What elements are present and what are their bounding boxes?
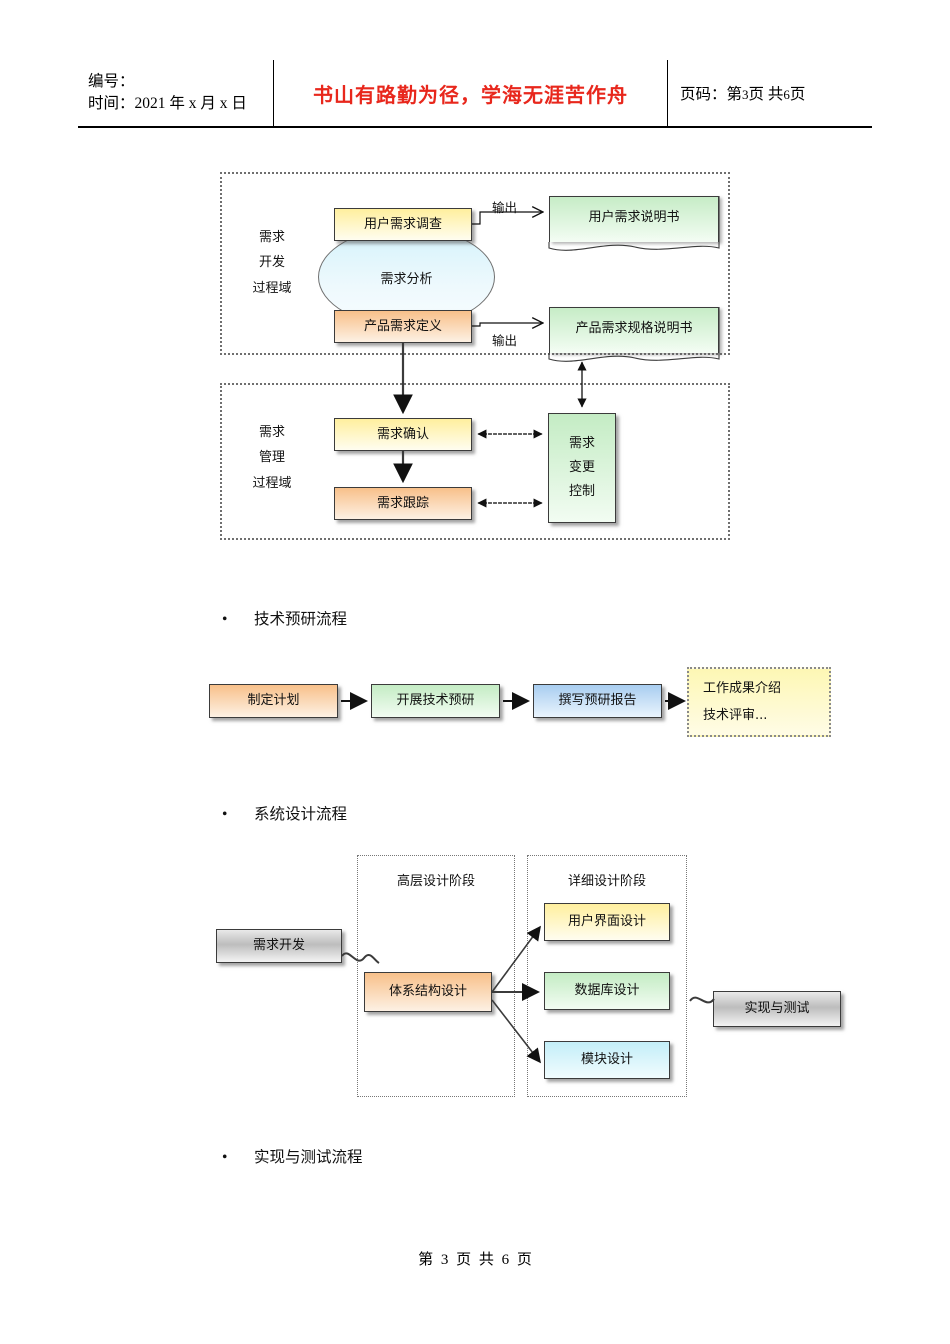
header-page-number: 3 bbox=[742, 87, 749, 102]
connector-squiggle-detail-to-impltest bbox=[689, 996, 715, 1004]
bullet-impl-test-label: 实现与测试流程 bbox=[254, 1149, 363, 1166]
footer-p3: 共 bbox=[478, 1252, 494, 1268]
box-implementation-and-test-label: 实现与测试 bbox=[744, 1001, 810, 1017]
box-implementation-and-test[interactable]: 实现与测试 bbox=[713, 991, 841, 1027]
footer-p4: 页 bbox=[516, 1252, 532, 1268]
box-write-report-label: 撰写预研报告 bbox=[558, 693, 637, 709]
header-cell-pagination: 页码：第3页 共6页 bbox=[668, 60, 872, 126]
header-cell-id-date: 编号： 时间：2021 年 x 月 x 日 bbox=[78, 60, 274, 126]
box-ui-design-label: 用户界面设计 bbox=[567, 914, 646, 930]
page-footer: 第 3 页 共 6 页 bbox=[0, 1248, 950, 1269]
requirements-development-area bbox=[220, 172, 730, 355]
box-module-design[interactable]: 模块设计 bbox=[544, 1041, 670, 1079]
box-user-requirement-survey-label: 用户需求调查 bbox=[363, 216, 442, 232]
doc-product-requirement-spec[interactable]: 产品需求规格说明书 bbox=[549, 307, 719, 353]
box-make-plan-label: 制定计划 bbox=[247, 693, 300, 709]
doc-user-requirement-spec-label: 用户需求说明书 bbox=[588, 210, 680, 225]
footer-page-total: 6 bbox=[501, 1252, 510, 1268]
box-change-control-line2: 变更 bbox=[568, 459, 595, 475]
doc-product-requirement-spec-label: 产品需求规格说明书 bbox=[575, 321, 693, 336]
bullet-dot-icon: • bbox=[222, 611, 228, 628]
footer-p2: 页 bbox=[456, 1252, 472, 1268]
requirements-analysis-label: 需求分析 bbox=[380, 271, 433, 287]
area-dev-line2: 开发 bbox=[258, 255, 285, 271]
box-requirement-tracking-label: 需求跟踪 bbox=[376, 495, 429, 511]
box-write-report[interactable]: 撰写预研报告 bbox=[533, 684, 662, 718]
header-pagination: 页码：第3页 共6页 bbox=[680, 82, 805, 104]
box-architecture-design-label: 体系结构设计 bbox=[388, 984, 467, 1000]
bullet-impl-test: • 实现与测试流程 bbox=[222, 1145, 363, 1167]
footer-p1: 第 bbox=[418, 1252, 434, 1268]
header-page-suffix: 页 bbox=[789, 86, 806, 103]
box-work-outcome[interactable]: 工作成果介绍 技术评审... bbox=[687, 667, 831, 737]
box-conduct-preresearch[interactable]: 开展技术预研 bbox=[371, 684, 500, 718]
requirements-management-area bbox=[220, 383, 730, 540]
box-requirements-development-label: 需求开发 bbox=[252, 938, 305, 954]
edge-label-output-1: 输出 bbox=[492, 200, 518, 215]
area-mgmt-line3: 过程域 bbox=[252, 475, 292, 491]
header-page-prefix: 页码：第 bbox=[680, 86, 743, 103]
bullet-dot-icon: • bbox=[222, 806, 228, 823]
area-mgmt-line2: 管理 bbox=[258, 450, 285, 466]
requirements-management-area-label: 需求 管理 过程域 bbox=[236, 420, 308, 496]
doc-user-requirement-spec[interactable]: 用户需求说明书 bbox=[549, 196, 719, 242]
box-work-outcome-line1: 工作成果介绍 bbox=[703, 680, 782, 696]
area-dev-line3: 过程域 bbox=[252, 280, 292, 296]
header-id-label: 编号： bbox=[88, 72, 135, 90]
requirements-development-area-label: 需求 开发 过程域 bbox=[236, 225, 308, 301]
bullet-dot-icon: • bbox=[222, 1149, 228, 1166]
box-requirements-development[interactable]: 需求开发 bbox=[216, 929, 342, 963]
box-conduct-preresearch-label: 开展技术预研 bbox=[396, 693, 475, 709]
box-requirement-tracking[interactable]: 需求跟踪 bbox=[334, 487, 472, 520]
box-product-requirement-definition[interactable]: 产品需求定义 bbox=[334, 310, 472, 343]
edge-label-output-2: 输出 bbox=[492, 333, 518, 348]
box-requirement-confirmation-label: 需求确认 bbox=[376, 426, 429, 442]
box-database-design[interactable]: 数据库设计 bbox=[544, 972, 670, 1010]
bullet-system-design: • 系统设计流程 bbox=[222, 802, 347, 824]
box-product-requirement-definition-label: 产品需求定义 bbox=[363, 318, 442, 334]
stage-detailed-design-label: 详细设计阶段 bbox=[567, 874, 646, 889]
page-header: 编号： 时间：2021 年 x 月 x 日 书山有路勤为径，学海无涯苦作舟 页码… bbox=[78, 60, 872, 128]
box-work-outcome-line2: 技术评审... bbox=[703, 708, 768, 723]
footer-page-number: 3 bbox=[440, 1252, 449, 1268]
bullet-system-design-label: 系统设计流程 bbox=[254, 806, 348, 823]
header-slogan: 书山有路勤为径，学海无涯苦作舟 bbox=[313, 84, 628, 107]
box-database-design-label: 数据库设计 bbox=[574, 983, 640, 999]
box-module-design-label: 模块设计 bbox=[580, 1052, 633, 1068]
box-requirement-confirmation[interactable]: 需求确认 bbox=[334, 418, 472, 451]
box-user-requirement-survey[interactable]: 用户需求调查 bbox=[334, 208, 472, 241]
stage-high-level-design-label: 高层设计阶段 bbox=[396, 874, 475, 889]
box-change-control-line3: 控制 bbox=[568, 484, 595, 500]
header-page-total: 6 bbox=[783, 87, 790, 102]
area-dev-line1: 需求 bbox=[258, 230, 285, 245]
bullet-tech-preresearch: • 技术预研流程 bbox=[222, 607, 347, 629]
header-cell-slogan: 书山有路勤为径，学海无涯苦作舟 bbox=[274, 60, 668, 126]
box-change-control-line1: 需求 bbox=[568, 435, 595, 451]
bullet-tech-preresearch-label: 技术预研流程 bbox=[254, 611, 348, 628]
box-requirement-change-control[interactable]: 需求 变更 控制 bbox=[548, 413, 616, 523]
header-date-label: 时间：2021 年 x 月 x 日 bbox=[88, 95, 247, 112]
box-make-plan[interactable]: 制定计划 bbox=[209, 684, 338, 718]
box-architecture-design[interactable]: 体系结构设计 bbox=[364, 972, 492, 1012]
box-ui-design[interactable]: 用户界面设计 bbox=[544, 903, 670, 941]
header-page-mid: 页 共 bbox=[748, 86, 784, 103]
area-mgmt-line1: 需求 bbox=[258, 425, 285, 440]
